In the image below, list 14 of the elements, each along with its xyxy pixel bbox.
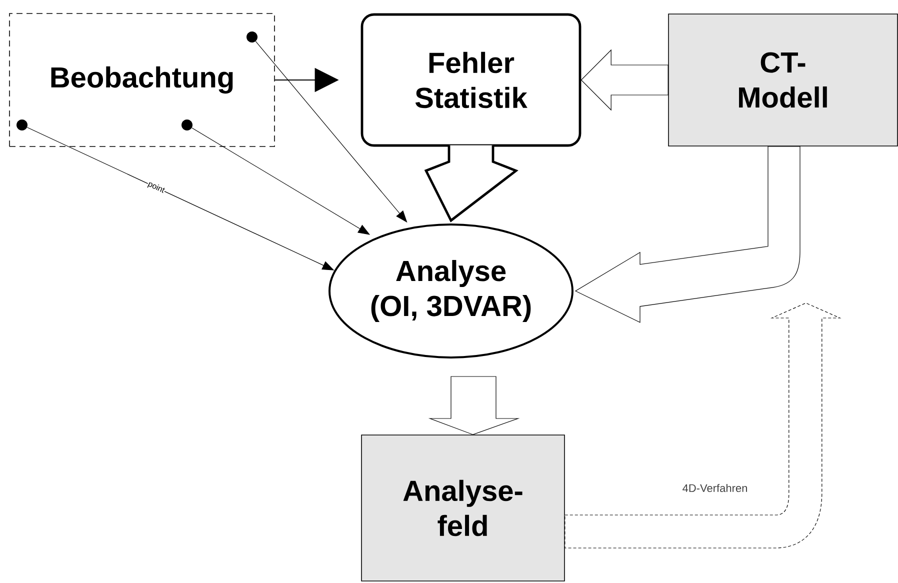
block-arrow [575, 146, 800, 323]
dashed-box: Beobachtung [9, 13, 275, 147]
block-arrow [428, 376, 520, 435]
block-arrow [564, 302, 840, 548]
dot [246, 32, 258, 42]
dot [182, 120, 192, 130]
dot [16, 120, 28, 130]
edge-label: point [147, 182, 165, 193]
note-label: 4D-Verfahren [682, 484, 747, 492]
callout-box: Fehler Statistik [360, 13, 582, 147]
model-box: CT- Modell [668, 14, 898, 146]
field-box: Analyse- feld [361, 434, 565, 582]
block-arrow [424, 144, 518, 222]
block-arrow [580, 49, 668, 111]
